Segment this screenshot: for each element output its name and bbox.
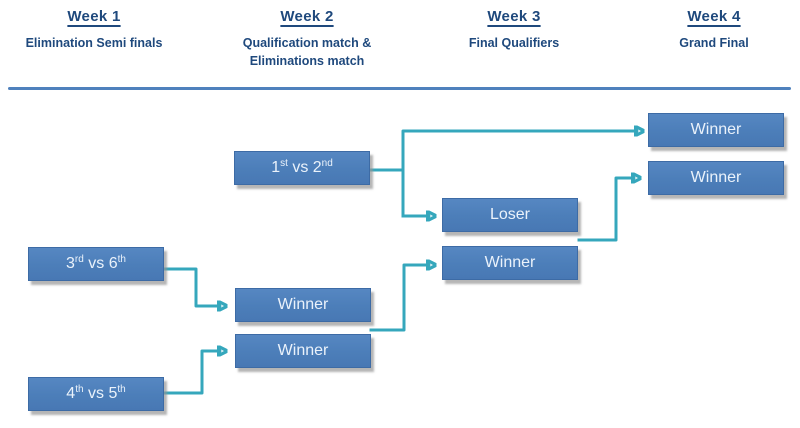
- vs-text: vs: [287, 159, 313, 176]
- week2-title: Week 2: [280, 8, 334, 25]
- week2-winner-bottom-label: Winner: [277, 342, 329, 359]
- week3-winner-label: Winner: [484, 254, 536, 271]
- week1-subtitle: Elimination Semi finals: [4, 35, 184, 53]
- seed1: 3: [66, 255, 75, 272]
- vs-text: vs: [83, 385, 109, 402]
- header-divider-line: [8, 87, 791, 90]
- seed2: 5: [108, 385, 118, 402]
- connector-semi1-to-week2-winner-top: [162, 267, 219, 306]
- week3-loser-box: Loser: [442, 198, 578, 232]
- week3-subtitle: Final Qualifiers: [424, 35, 604, 53]
- week1-title: Week 1: [67, 8, 121, 25]
- week2-subtitle-line2: Eliminations match: [249, 53, 365, 68]
- week3-subtitle-line1: Final Qualifiers: [468, 36, 560, 50]
- week4-winner-top-box: Winner: [648, 113, 784, 147]
- seed1: 4: [66, 385, 76, 402]
- week3-header: Week 3 Final Qualifiers: [424, 8, 604, 53]
- week2-winner-top-box: Winner: [235, 288, 371, 322]
- week4-winner-top-label: Winner: [690, 121, 742, 138]
- week4-header: Week 4 Grand Final: [624, 8, 800, 53]
- week2-winner-top-label: Winner: [277, 296, 329, 313]
- vs-text: vs: [83, 255, 109, 272]
- week2-subtitle: Qualification match & Eliminations match: [217, 35, 397, 70]
- week4-winner-bottom-label: Winner: [690, 169, 742, 186]
- connector-qual-winner-to-grand-final: [401, 131, 636, 218]
- seed2: 2: [312, 159, 322, 176]
- week4-subtitle: Grand Final: [624, 35, 800, 53]
- week1-subtitle-line1: Elimination Semi finals: [25, 36, 163, 50]
- week3-title: Week 3: [487, 8, 541, 25]
- week4-winner-bottom-box: Winner: [648, 161, 784, 195]
- connector-week3-to-grand-final: [577, 178, 633, 242]
- week3-winner-box: Winner: [442, 246, 578, 280]
- week1-header: Week 1 Elimination Semi finals: [4, 8, 184, 53]
- week2-header: Week 2 Qualification match & Elimination…: [217, 8, 397, 70]
- connector-week2-winners-to-week3-winner: [369, 265, 428, 332]
- week4-subtitle-line1: Grand Final: [679, 36, 749, 50]
- week3-loser-label: Loser: [489, 206, 531, 223]
- week4-title: Week 4: [687, 8, 741, 25]
- seed2: 6: [108, 255, 118, 272]
- week2-winner-bottom-box: Winner: [235, 334, 371, 368]
- week2-subtitle-line1: Qualification match &: [242, 36, 372, 50]
- seed1: 1: [271, 159, 281, 176]
- connector-semi2-to-week2-winner-bottom: [163, 351, 219, 395]
